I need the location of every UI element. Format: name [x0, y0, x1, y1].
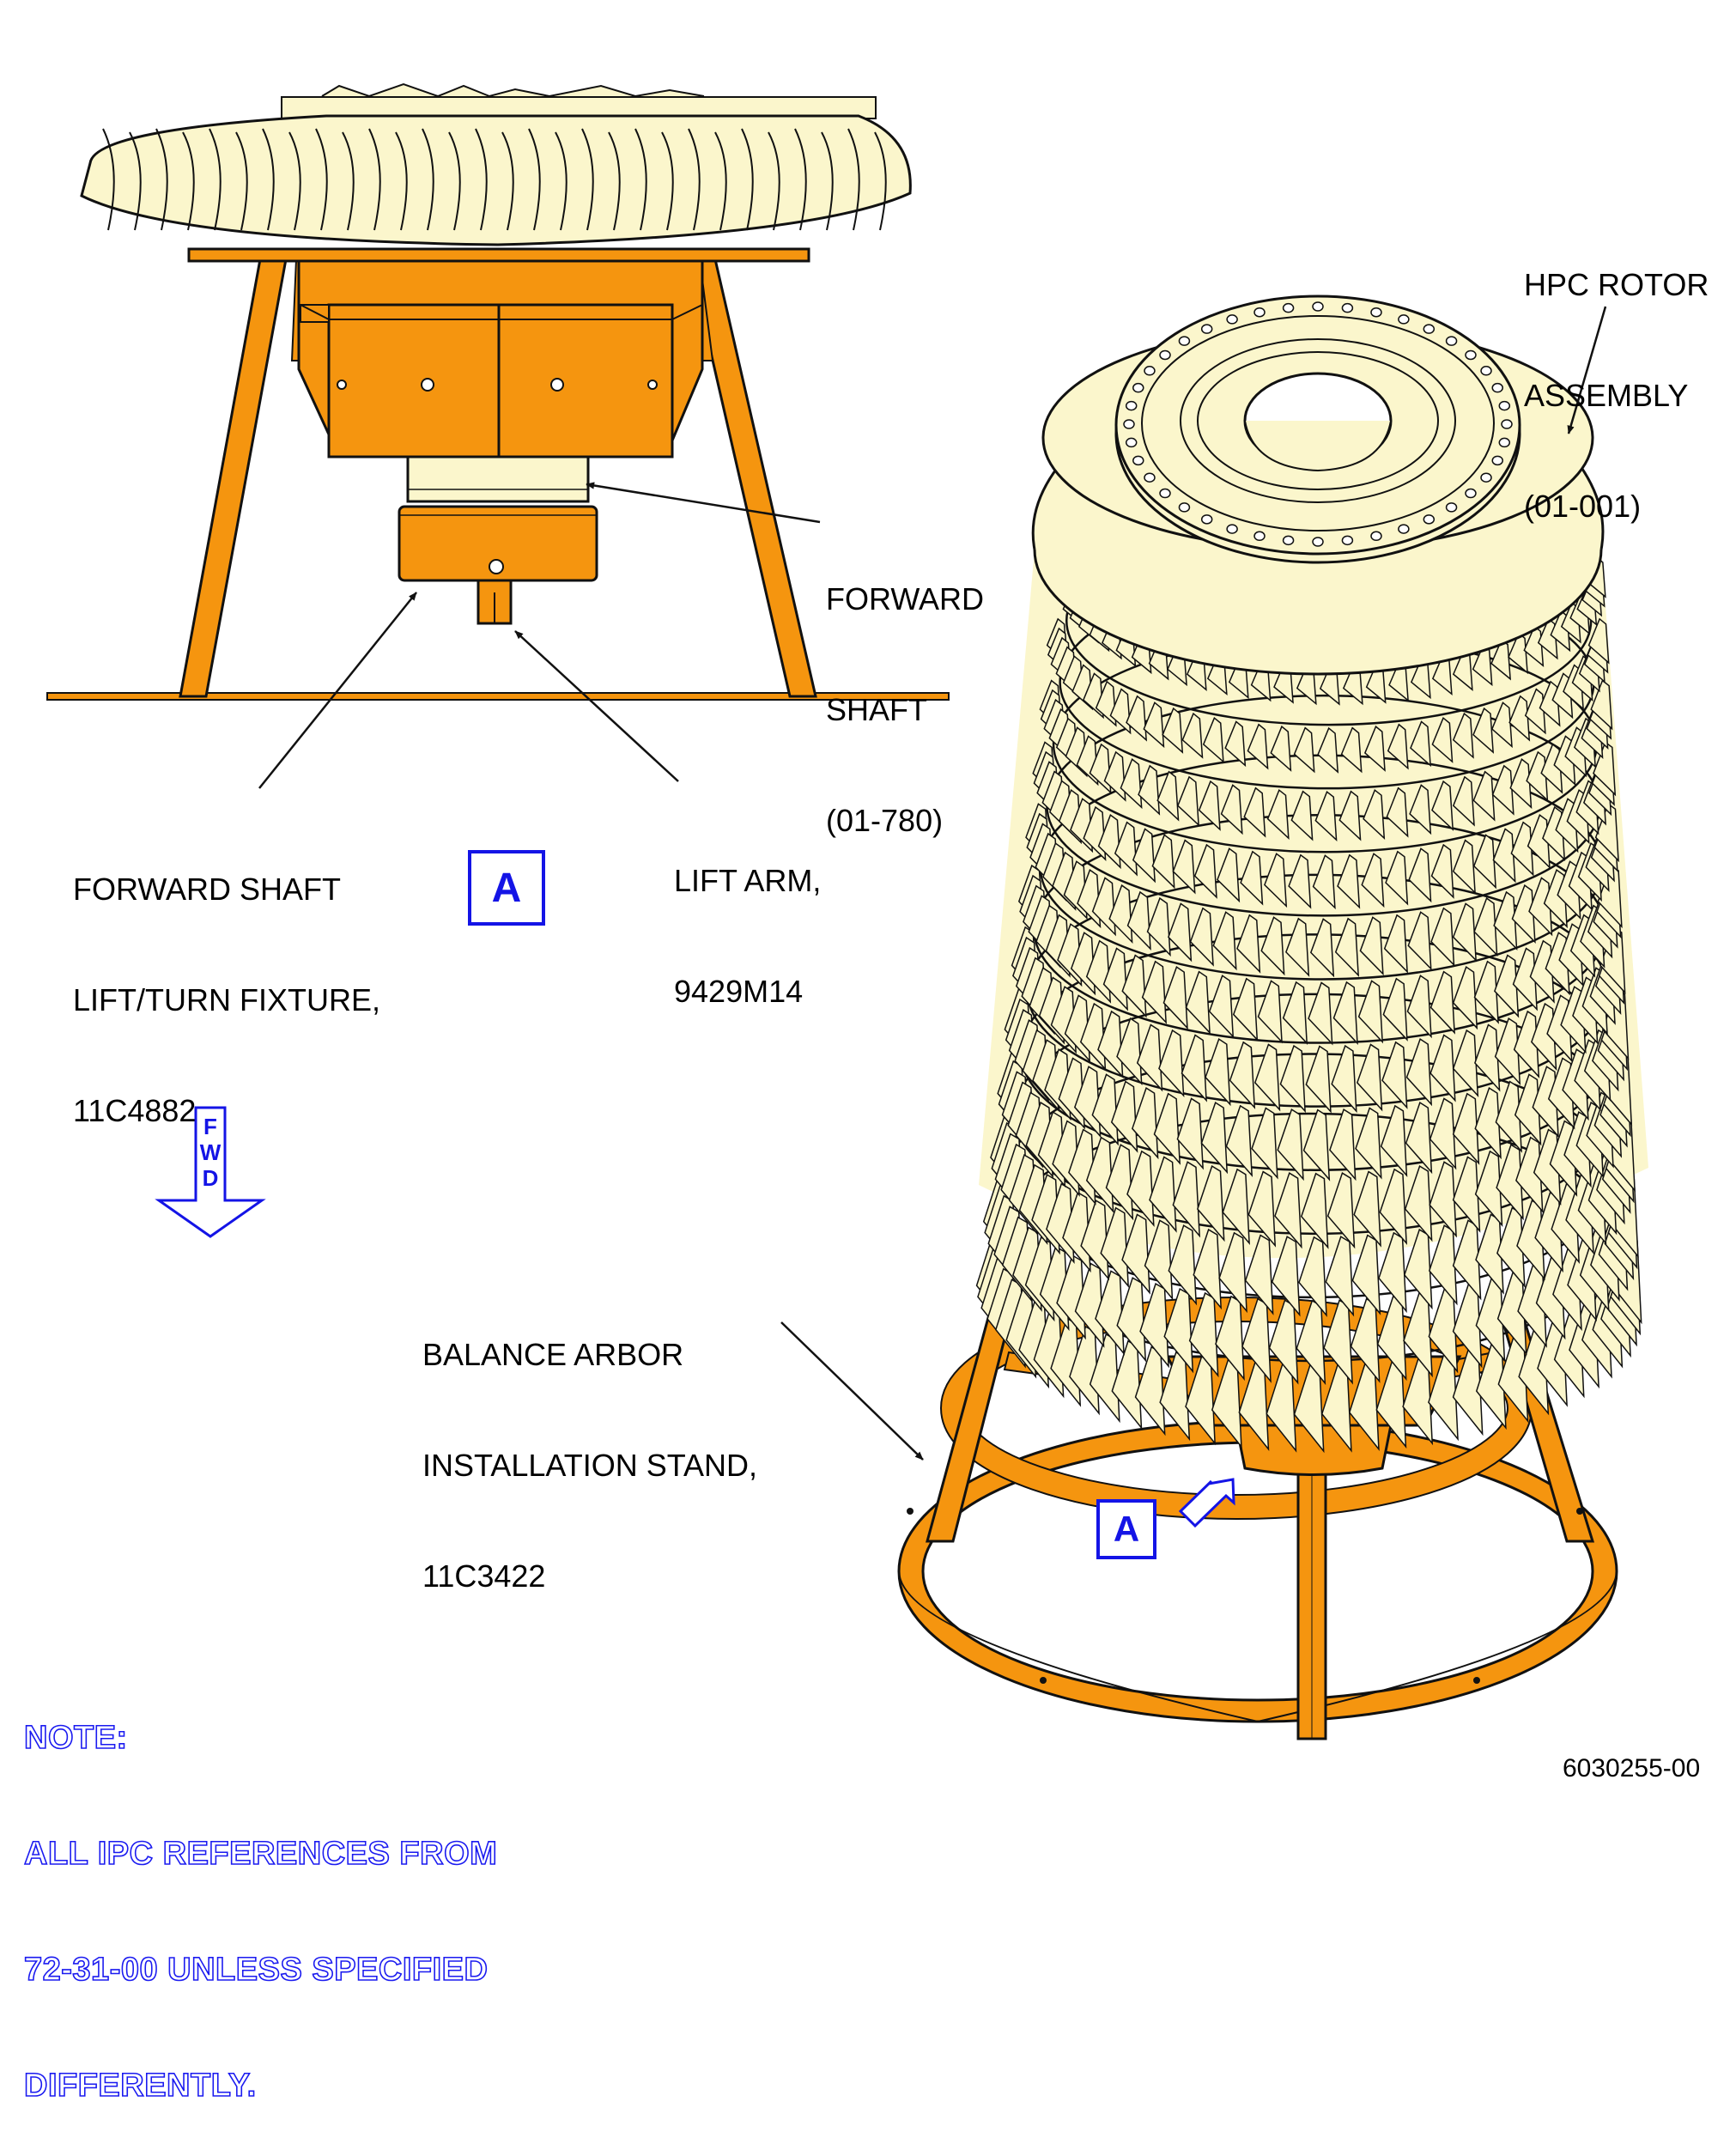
callout-line: ASSEMBLY: [1524, 378, 1689, 413]
callout-line: 11C3422: [422, 1558, 546, 1594]
fwd-label: F W D: [197, 1114, 223, 1191]
callout-line: FORWARD SHAFT: [73, 872, 341, 907]
hpc-rotor-drawing: [975, 295, 1648, 1454]
callout-line: (01-780): [826, 803, 944, 838]
fwd-letter: F: [203, 1114, 217, 1139]
note-line: DIFFERENTLY.: [23, 2067, 257, 2105]
callout-line: LIFT ARM,: [674, 863, 822, 898]
illustration-canvas: [46, 82, 1648, 1740]
fwd-arrow-icon: [155, 1106, 266, 1238]
callout-line: (01-001): [1524, 489, 1642, 524]
view-a-fixture-drawing: [46, 82, 950, 701]
fwd-letter: W: [199, 1139, 222, 1165]
figure-number: 6030255-00: [1563, 1754, 1701, 1783]
note-line: 72-31-00 UNLESS SPECIFIED: [23, 1951, 489, 1989]
callout-line: SHAFT: [826, 692, 928, 727]
callout-line: HPC ROTOR: [1524, 267, 1709, 302]
callout-line: 11C4882: [73, 1093, 197, 1128]
note-line: NOTE:: [23, 1719, 128, 1757]
lift-arm-callout: LIFT ARM, 9429M14: [674, 788, 821, 1047]
callout-line: BALANCE ARBOR: [422, 1337, 684, 1372]
view-a-label-bottom: A: [1096, 1499, 1156, 1559]
view-direction-arrow-icon: [1178, 1478, 1235, 1528]
hpc-rotor-assembly-callout: HPC ROTOR ASSEMBLY (01-001): [1524, 192, 1709, 562]
callout-line: LIFT/TURN FIXTURE,: [73, 982, 380, 1017]
balance-arbor-stand-callout: BALANCE ARBOR INSTALLATION STAND, 11C342…: [422, 1262, 757, 1631]
callout-line: 9429M14: [674, 974, 804, 1009]
leader-lines: [258, 306, 1607, 1461]
callout-line: FORWARD: [826, 581, 984, 616]
note-line: ALL IPC REFERENCES FROM: [23, 1835, 498, 1873]
view-a-label-top: A: [468, 850, 545, 926]
lift-turn-fixture-callout: FORWARD SHAFT LIFT/TURN FIXTURE, 11C4882: [73, 797, 380, 1166]
callout-line: INSTALLATION STAND,: [422, 1448, 758, 1483]
ipc-note: NOTE: ALL IPC REFERENCES FROM 72-31-00 U…: [23, 1642, 498, 2144]
fwd-letter: D: [202, 1165, 219, 1191]
forward-shaft-callout: FORWARD SHAFT (01-780): [826, 507, 984, 876]
